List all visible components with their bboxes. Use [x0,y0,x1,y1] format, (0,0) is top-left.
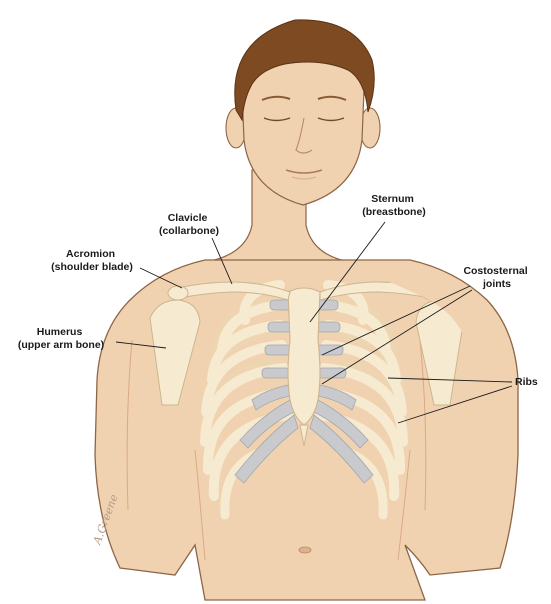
mouth [285,169,323,174]
clavicle-label: Clavicle (collarbone) [159,212,219,237]
leader-lines [115,221,513,424]
left-clavicle [177,281,291,301]
humerus-label: Humerus (upper arm bone) [18,326,104,351]
navel [298,546,312,554]
acromion-leader [139,267,183,289]
sternum-bone [287,287,321,426]
ribs-leader-1 [387,377,513,383]
costosternal-leader-2 [321,289,473,385]
head [225,19,381,206]
hair [234,19,375,122]
humerus-leader [115,341,167,349]
left-acromion [167,285,189,301]
right-eye [317,117,345,122]
costosternal-label: Costosternal joints [463,265,530,290]
left-humerus [149,299,201,406]
acromion-label: Acromion (shoulder blade) [51,248,133,273]
costosternal-leader-1 [321,285,471,356]
skeleton [149,280,465,520]
sternum-leader [309,221,386,323]
labels: Clavicle (collarbone) Sternum (breastbon… [18,193,538,547]
ribs-leader-2 [397,385,513,424]
sternum-label: Sternum (breastbone) [362,193,426,218]
ribs-label: Ribs [515,376,538,388]
costal-cartilage [234,299,374,484]
left-eye [263,117,291,122]
clavicle-leader [211,237,233,285]
